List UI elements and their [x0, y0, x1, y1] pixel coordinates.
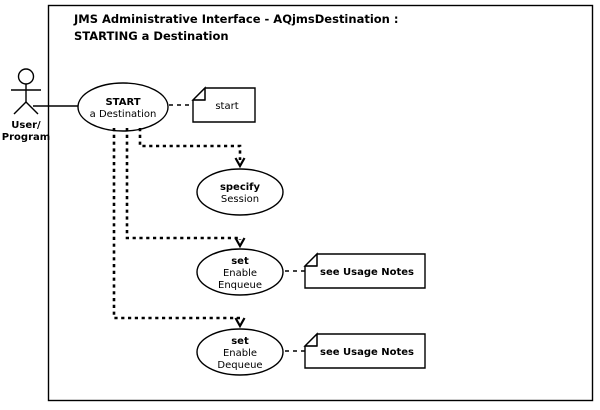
actor-leg-left-icon	[13, 101, 27, 115]
note-enqueue-usage-text: see Usage Notes	[320, 267, 414, 278]
usecase-ellipse-shape	[196, 168, 284, 216]
usecase-set-enable-dequeue-line-2: Dequeue	[217, 360, 262, 371]
usecase-set-enable-enqueue-line-2: Enqueue	[218, 280, 262, 291]
usecase-start-a-destination[interactable]: START a Destination	[77, 82, 169, 132]
usecase-set-enable-dequeue-head: set	[231, 336, 249, 347]
usecase-specify-session-line-1: Session	[221, 194, 259, 205]
usecase-set-enable-dequeue[interactable]: set Enable Dequeue	[196, 328, 284, 376]
include-branch-2-path	[125, 128, 242, 240]
note-enqueue-usage: see Usage Notes	[303, 252, 426, 289]
usecase-ellipse-shape	[196, 248, 284, 296]
arrowhead-set-enable-enqueue-icon	[234, 237, 246, 249]
usecase-set-enable-enqueue-line-1: Enable	[223, 268, 257, 279]
note-dequeue-usage: see Usage Notes	[303, 332, 426, 369]
usecase-start-a-destination-head: START	[105, 97, 140, 108]
actor-label-line-1: User/	[11, 120, 41, 131]
usecase-ellipse-shape	[77, 82, 169, 132]
actor-user-program: User/ Program	[2, 68, 50, 143]
usecase-set-enable-enqueue-head: set	[231, 256, 249, 267]
actor-label-line-2: Program	[2, 132, 50, 143]
usecase-specify-session-head: specify	[220, 182, 261, 193]
diagram-title-line-1: JMS Administrative Interface - AQjmsDest…	[73, 12, 398, 26]
include-branch-3-path	[112, 128, 242, 320]
include-branch-1-path	[138, 128, 242, 160]
usecase-start-a-destination-line-1: a Destination	[90, 109, 157, 120]
note-dequeue-usage-fold-icon	[303, 332, 318, 347]
usecase-specify-session[interactable]: specify Session	[196, 168, 284, 216]
note-start-text: start	[215, 101, 238, 112]
system-boundary-frame	[47, 4, 594, 402]
include-branch-set-enable-dequeue	[112, 128, 246, 329]
include-branch-set-enable-enqueue	[125, 128, 246, 249]
arrowhead-set-enable-dequeue-icon	[234, 317, 246, 329]
usecase-ellipse-shape	[196, 328, 284, 376]
diagram-title-line-2: STARTING a Destination	[74, 29, 229, 43]
usecase-set-enable-enqueue[interactable]: set Enable Enqueue	[196, 248, 284, 296]
usecase-set-enable-dequeue-line-1: Enable	[223, 348, 257, 359]
note-start-fold-icon	[191, 86, 206, 101]
note-start: start	[191, 86, 256, 123]
actor-leg-right-icon	[25, 101, 39, 115]
actor-head-icon	[17, 68, 35, 85]
note-dequeue-usage-text: see Usage Notes	[320, 347, 414, 358]
note-enqueue-usage-fold-icon	[303, 252, 318, 267]
include-branch-specify-session	[138, 128, 246, 169]
arrowhead-specify-session-icon	[234, 157, 246, 169]
